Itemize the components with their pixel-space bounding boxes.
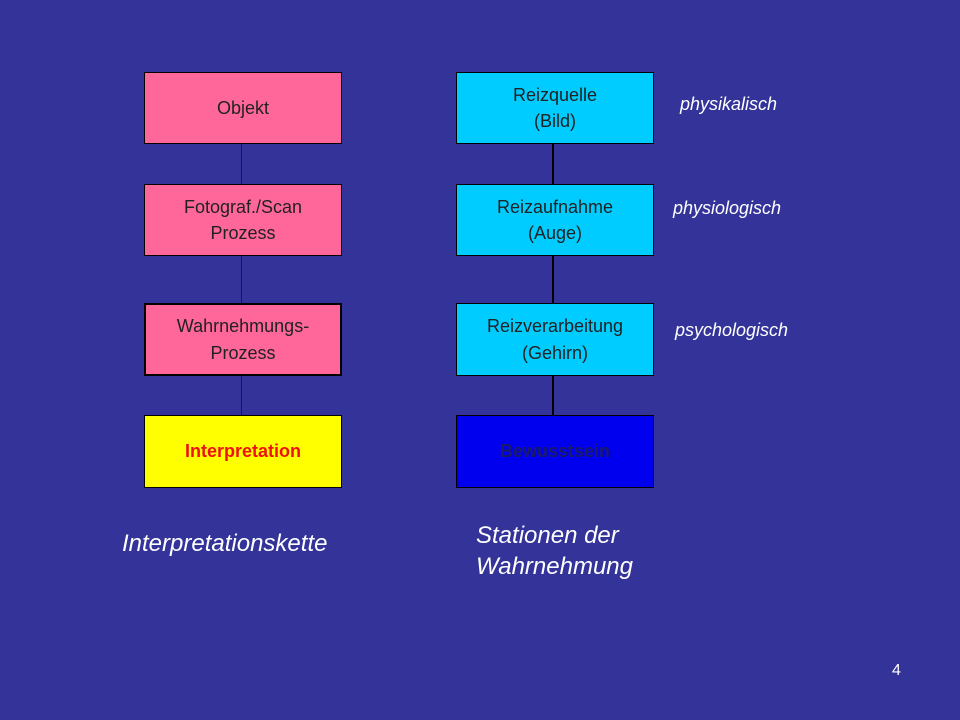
- left-connector-3: [241, 376, 242, 415]
- left-connector-1: [241, 144, 242, 184]
- side-label-physiologisch: physiologisch: [673, 198, 782, 218]
- caption-stationen-der-wahrnehmung: Stationen der Wahrnehmung: [476, 522, 633, 581]
- node-wahrnehmungs-prozess: Wahrnehmungs- Prozess: [144, 303, 342, 376]
- node-fotograf-scan: Fotograf./Scan Prozess: [144, 184, 342, 256]
- right-connector-3: [552, 376, 554, 415]
- right-connector-1: [552, 144, 554, 184]
- node-bewusstsein: Bewusstsein: [456, 415, 654, 488]
- side-label-physikalisch: physikalisch: [680, 94, 778, 114]
- node-reizverarbeitung: Reizverarbeitung (Gehirn): [456, 303, 654, 376]
- node-reizquelle: Reizquelle (Bild): [456, 72, 654, 144]
- caption-interpretationskette: Interpretationskette: [122, 530, 328, 557]
- page-number: 4: [892, 662, 901, 679]
- node-reizaufnahme: Reizaufnahme (Auge): [456, 184, 654, 256]
- node-objekt: Objekt: [144, 72, 342, 144]
- node-interpretation: Interpretation: [144, 415, 342, 488]
- side-label-psychologisch: psychologisch: [675, 320, 789, 340]
- right-connector-2: [552, 256, 554, 303]
- left-connector-2: [241, 256, 242, 303]
